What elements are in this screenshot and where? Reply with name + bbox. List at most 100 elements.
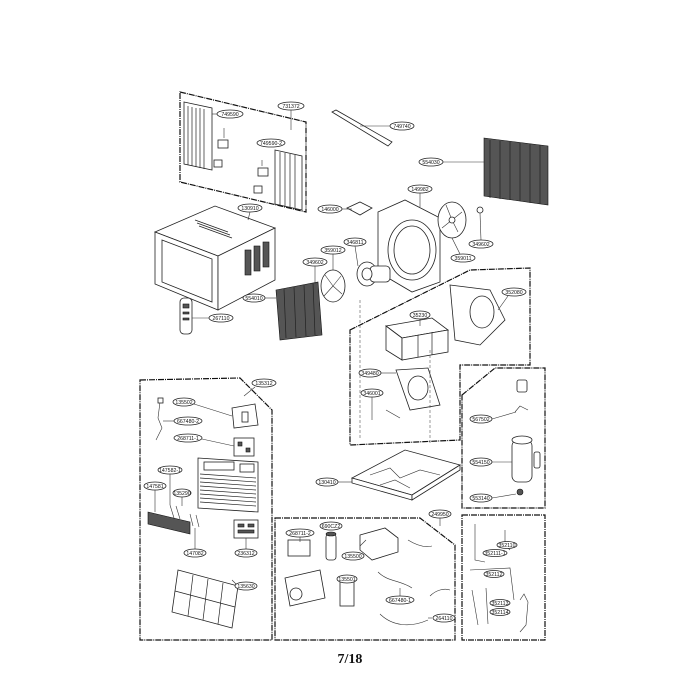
part-label: 135501 (336, 574, 358, 584)
svg-text:135630: 135630 (237, 584, 254, 590)
svg-text:749740: 749740 (393, 124, 410, 130)
filter-box (385, 317, 449, 361)
part-label: 349602 (302, 257, 328, 284)
svg-text:268711-1: 268711-1 (177, 436, 199, 442)
return-tube (519, 593, 529, 633)
part-label: 146000 (317, 204, 352, 214)
overload-clip (514, 405, 529, 413)
svg-text:554010: 554010 (245, 296, 262, 302)
part-label: 147582-1 (157, 465, 183, 505)
part-label: 130410 (315, 477, 352, 487)
svg-text:359011: 359011 (455, 256, 472, 262)
cabinet-group (153, 205, 391, 341)
svg-text:349480: 349480 (361, 371, 378, 377)
svg-text:268711-2: 268711-2 (289, 531, 311, 537)
svg-text:352111-1: 352111-1 (484, 551, 505, 557)
svg-text:749590: 749590 (221, 112, 238, 118)
compressor-frame (461, 367, 546, 509)
svg-text:147582-1: 147582-1 (159, 468, 181, 474)
svg-text:349602: 349602 (306, 260, 323, 266)
part-label: 349480 (358, 368, 396, 378)
part-label: 359012 (320, 245, 346, 270)
part-label: 147082 (183, 528, 207, 558)
cabinet-top-vent (194, 219, 233, 239)
curtain-assembly-group (179, 91, 307, 213)
remote-control (179, 297, 193, 335)
base-pan (350, 449, 461, 501)
capacitor (325, 531, 337, 561)
wire-c (429, 588, 451, 597)
part-label: 147581 (143, 481, 167, 512)
shroud (377, 199, 441, 293)
svg-text:346001: 346001 (363, 391, 380, 397)
control-box-electrical (284, 539, 326, 607)
part-label: 359011 (450, 237, 476, 263)
power-cord (379, 613, 429, 626)
compressor-group (461, 367, 546, 509)
tubing-frame (461, 514, 546, 641)
mounting-grommet (516, 488, 524, 496)
thermistor-wire (385, 409, 401, 419)
blower-wheel (320, 269, 346, 303)
svg-text:236312: 236312 (237, 551, 254, 557)
top-parts-group (331, 109, 549, 293)
electrical-group (274, 517, 456, 641)
part-label: 554030 (418, 157, 484, 167)
evaporator-coil (275, 281, 323, 341)
svg-text:352080: 352080 (505, 290, 522, 296)
svg-text:349602: 349602 (472, 242, 489, 248)
svg-text:554150: 554150 (472, 460, 489, 466)
part-label: 567502 (469, 411, 517, 424)
part-label: 268711-2 (285, 528, 315, 542)
svg-text:359012: 359012 (324, 248, 341, 254)
fan-motor (356, 261, 391, 287)
part-label: 554150 (469, 457, 512, 467)
page-number: 7/18 (337, 652, 363, 667)
air-filter (171, 569, 239, 629)
wire-b (377, 571, 413, 589)
part-label: 749590 (212, 109, 244, 119)
front-grille (197, 457, 259, 513)
louver (147, 504, 200, 535)
right-curtain-panel (274, 149, 303, 211)
part-label: 249950 (428, 509, 452, 526)
part-label: 268711-1 (173, 433, 235, 447)
part-label: 236312 (234, 538, 258, 558)
svg-text:667480-1: 667480-1 (389, 598, 411, 604)
tubing-group (461, 514, 546, 641)
part-label: 554010 (242, 293, 276, 303)
part-label: 130910 (237, 203, 263, 221)
svg-text:35230: 35230 (413, 313, 428, 319)
part-label: 749740 (360, 121, 415, 131)
part-label: 135630 (231, 579, 258, 591)
part-label: 667480-1 (385, 588, 415, 605)
svg-text:130910: 130910 (241, 206, 258, 212)
curtain-brackets (213, 128, 269, 194)
svg-text:249950: 249950 (431, 512, 448, 518)
seal-strip (331, 109, 393, 147)
part-label: 135500 (341, 539, 367, 561)
svg-text:554030: 554030 (422, 160, 439, 166)
part-label: 267110 (192, 313, 234, 323)
part-label: 135502 (172, 397, 233, 417)
curtain-frame (179, 91, 307, 213)
part-labels: 749590 731372 749740 749590-2 554030 149… (143, 101, 527, 623)
svg-text:149982: 149982 (411, 187, 428, 193)
airguide-frame (349, 267, 531, 446)
svg-text:731372: 731372 (282, 104, 299, 110)
svg-text:352114: 352114 (492, 610, 509, 616)
condenser-fan (437, 201, 484, 239)
compressor (511, 435, 541, 483)
orifice-panel (395, 367, 441, 411)
svg-text:147082: 147082 (186, 551, 203, 557)
electrical-frame (274, 517, 456, 641)
part-label: 352111-1 (482, 549, 508, 557)
svg-text:567502: 567502 (472, 417, 489, 423)
part-label: 352110 (496, 541, 518, 549)
terminal-cover (516, 379, 528, 393)
pcb-main (233, 437, 255, 457)
svg-text:146000: 146000 (321, 207, 338, 213)
svg-text:690CZ2: 690CZ2 (322, 524, 341, 530)
mount-plate (346, 201, 373, 216)
